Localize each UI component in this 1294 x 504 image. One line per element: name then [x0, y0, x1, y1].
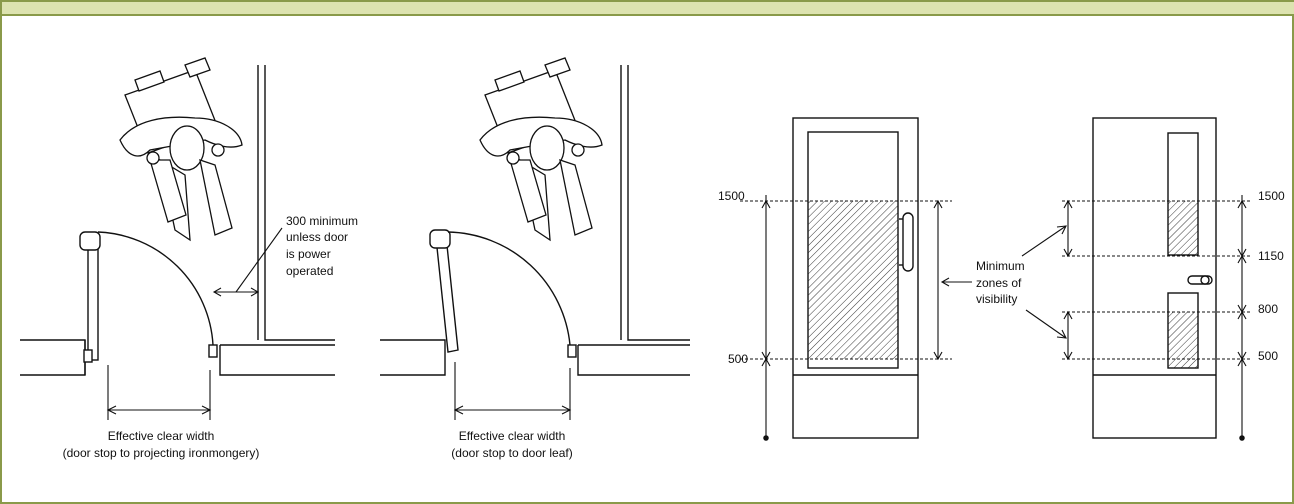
min-300-note-line: unless door	[286, 230, 348, 244]
door-swing-arc	[97, 231, 214, 346]
door-stop	[208, 344, 218, 358]
door-leaf	[435, 235, 459, 353]
wheelchair-user-icon	[119, 57, 243, 242]
zones-label-line: zones of	[976, 276, 1022, 290]
zone-range-dimensions	[1063, 199, 1073, 361]
right-height-dimension	[1237, 195, 1247, 441]
lower-visibility-zone-hatch	[1168, 312, 1198, 368]
clear-width-diagram-ironmongery	[20, 57, 335, 420]
level-label-500: 500	[1258, 349, 1278, 363]
caption-line-1: Effective clear width	[108, 429, 215, 443]
visibility-zone-hatch	[808, 201, 898, 359]
door-elevation-vision-panels	[1092, 117, 1217, 439]
door-handle-icon	[429, 229, 451, 249]
wheelchair-user-icon	[479, 57, 603, 242]
level-label-1500: 1500	[1258, 189, 1285, 203]
min-300-note-line: 300 minimum	[286, 214, 358, 228]
right-level-lines	[1062, 200, 1252, 360]
door-leaf	[87, 234, 99, 361]
min-300-dimension	[212, 227, 283, 297]
zone-leader-arrows	[940, 225, 1067, 339]
clear-width-dimension-2	[453, 362, 572, 420]
min-300-note-line: is power	[286, 247, 331, 261]
door-swing-arc	[447, 231, 571, 346]
upper-visibility-zone-hatch	[1168, 201, 1198, 255]
wall-left	[20, 339, 86, 376]
caption-line-1: Effective clear width	[459, 429, 566, 443]
visibility-zones-diagram	[740, 117, 1252, 441]
door-stop	[567, 344, 577, 358]
zones-label-line: Minimum	[976, 259, 1025, 273]
level-label-1150: 1150	[1258, 249, 1284, 263]
wall-left	[380, 339, 446, 376]
door-pull-handle-icon	[902, 212, 914, 272]
zones-label-line: visibility	[976, 292, 1017, 306]
level-label-1500: 1500	[718, 189, 745, 203]
door-elevation-glazed	[792, 117, 919, 439]
wall-right	[219, 65, 335, 376]
caption-line-2: (door stop to door leaf)	[451, 446, 572, 460]
caption-line-2: (door stop to projecting ironmongery)	[63, 446, 260, 460]
left-height-dimension	[761, 195, 943, 441]
left-level-lines	[740, 200, 952, 360]
figure-1-texts: 300 minimum unless door is power operate…	[63, 214, 358, 460]
min-300-note-line: operated	[286, 264, 333, 278]
clear-width-dimension-1	[106, 365, 212, 420]
wall-right	[577, 65, 690, 376]
header-band	[2, 2, 1294, 16]
figure-2-texts: Effective clear width (door stop to door…	[451, 429, 572, 460]
door-handle-icon	[79, 231, 101, 251]
clear-width-diagram-door-leaf	[380, 57, 690, 420]
hinge-stop	[83, 349, 93, 363]
level-label-800: 800	[1258, 302, 1278, 316]
level-label-500: 500	[728, 352, 748, 366]
figure-3-texts: 1500 500 1500 1150 800 500 Minimum zones…	[718, 189, 1285, 366]
